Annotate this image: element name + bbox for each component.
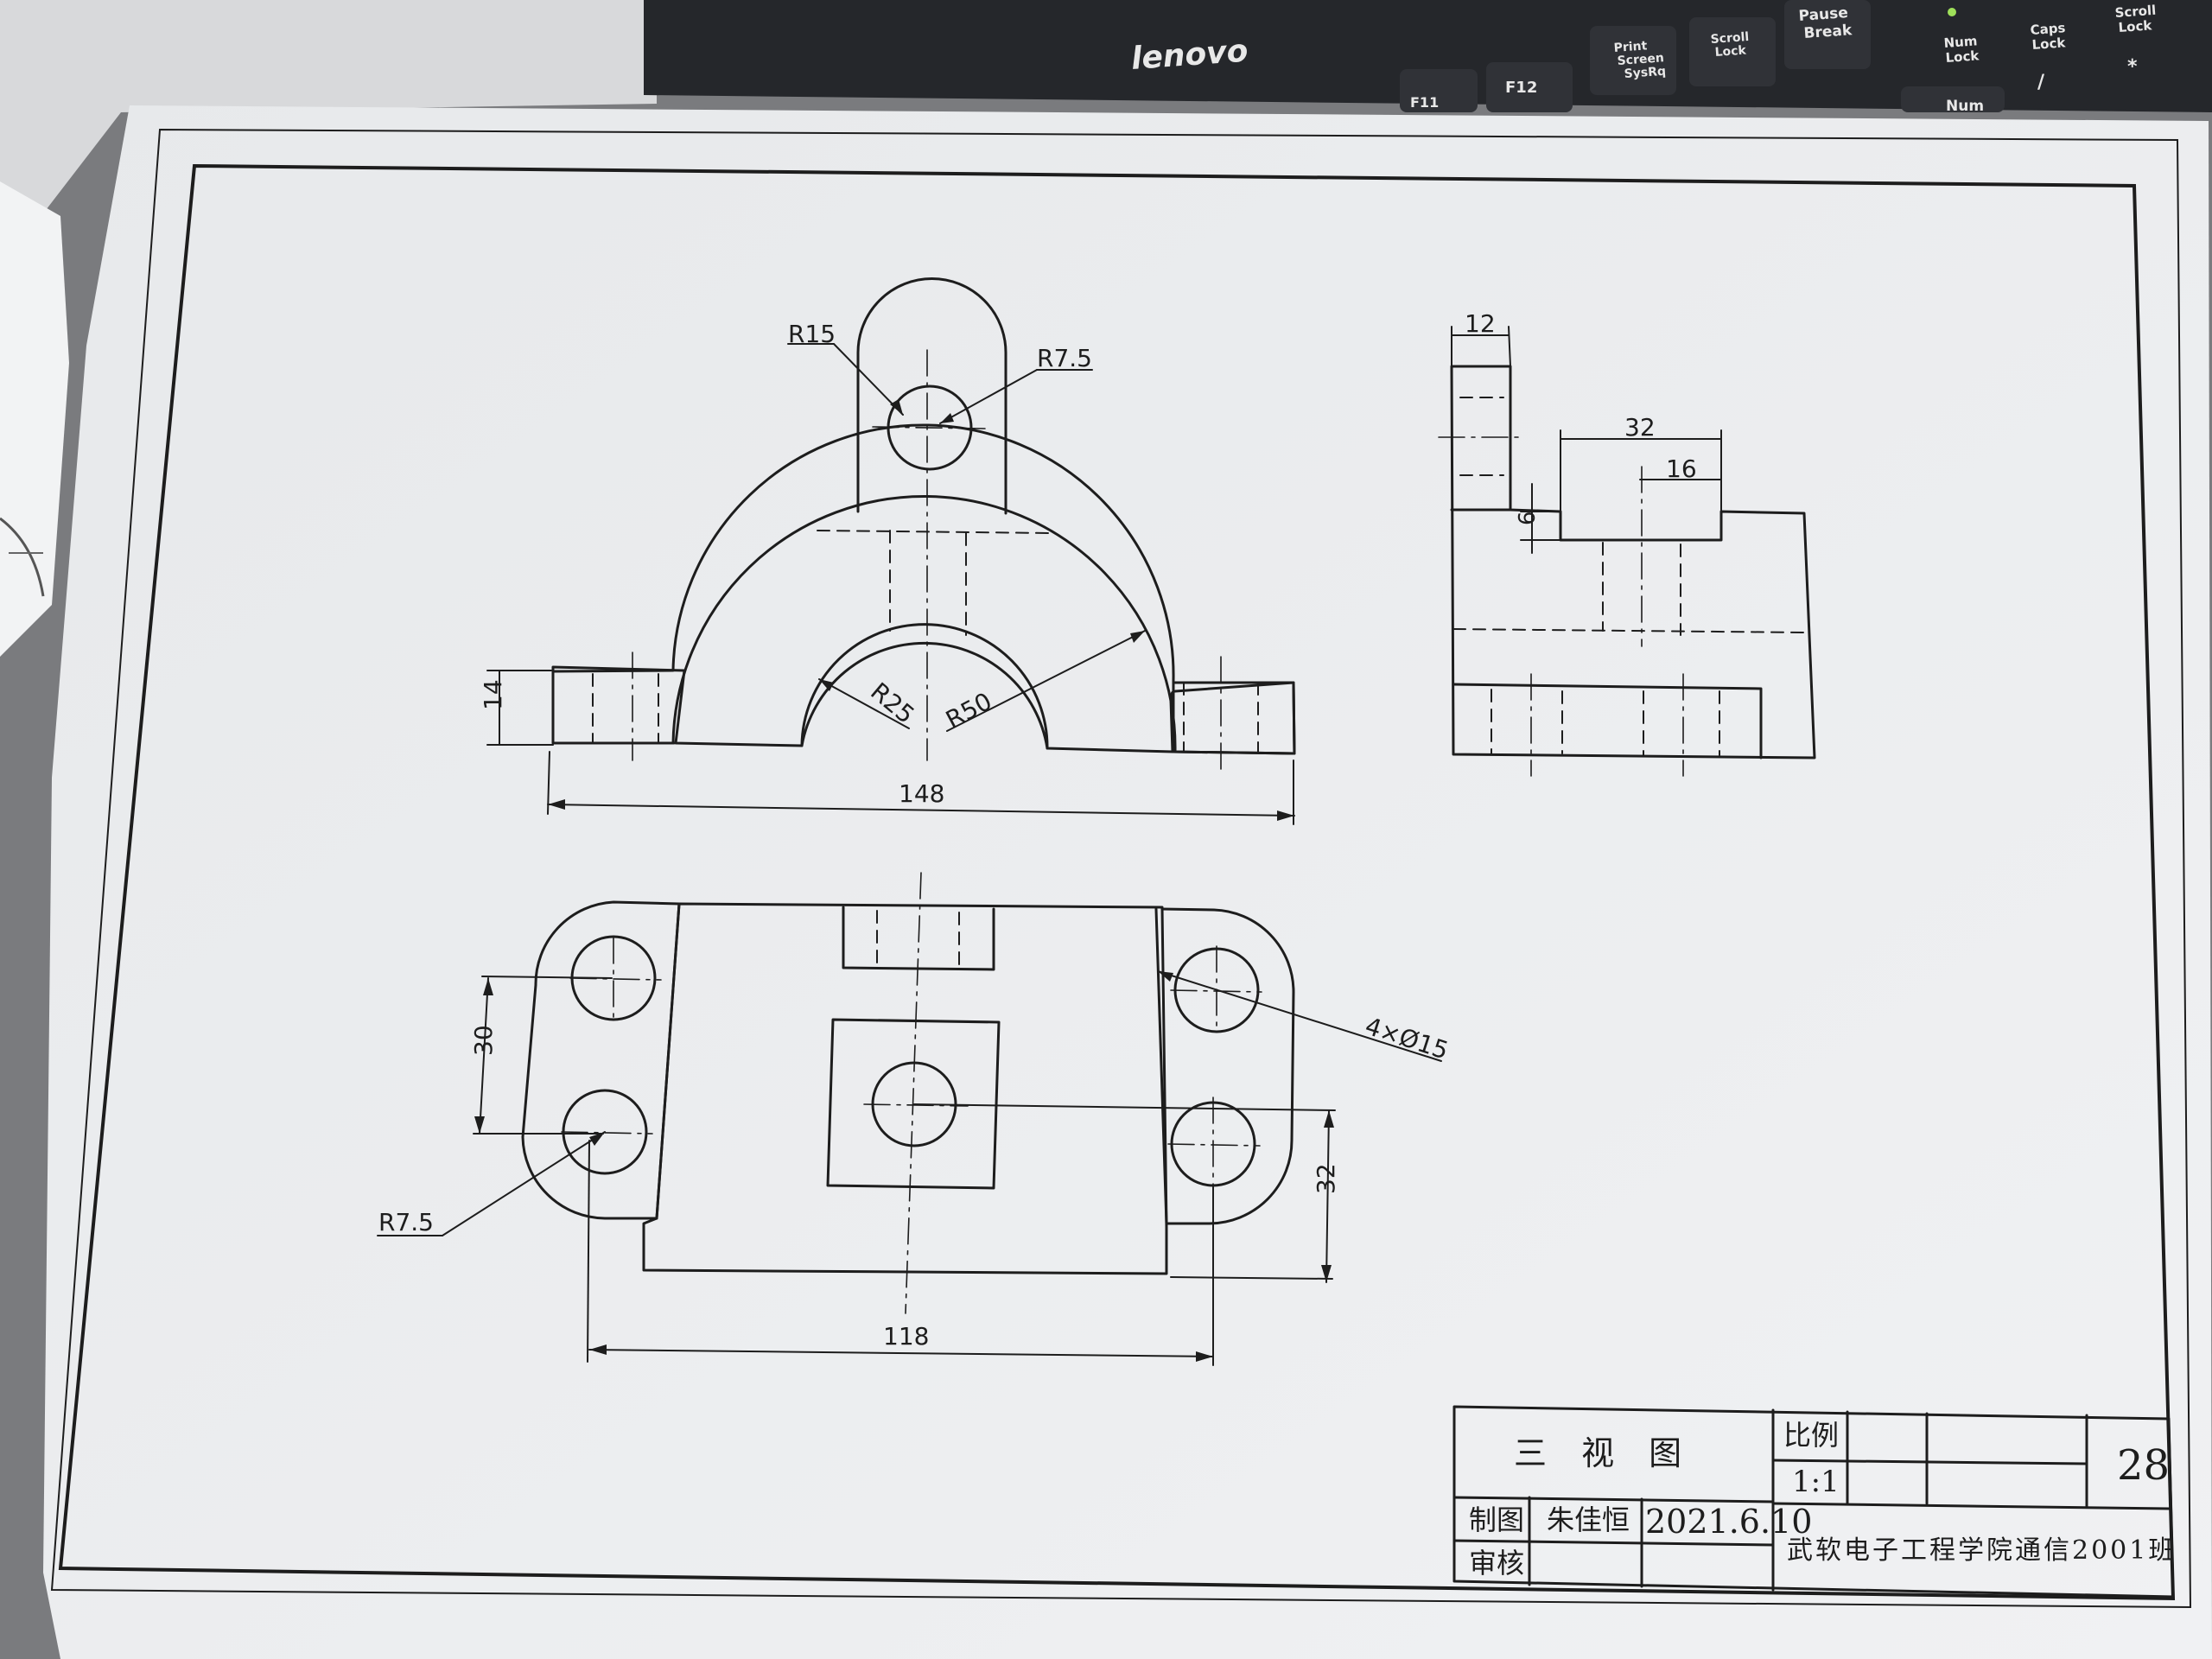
- dim-12: 12: [1465, 309, 1496, 338]
- key-slash-label: /: [2037, 72, 2045, 93]
- checked-label: 审核: [1469, 1547, 1524, 1580]
- dim-14: 14: [479, 679, 507, 710]
- drawn-label: 制图: [1469, 1503, 1524, 1536]
- dim-32-top: 32: [1312, 1163, 1340, 1194]
- school-class: 武软电子工程学院通信2001班: [1787, 1535, 2177, 1566]
- drawing-title: 三 视 图: [1514, 1434, 1694, 1472]
- dim-6: 6: [1515, 511, 1541, 525]
- key-pause-break-label: Pause: [1798, 4, 1848, 25]
- title-block: 三 视 图 比例 1:1 28 制图 朱佳恒 2021.6.10 审核 武软电子…: [1469, 1419, 2177, 1580]
- dim-30: 30: [469, 1025, 498, 1056]
- key-star-label: *: [2127, 56, 2138, 78]
- drawing-date: 2021.6.10: [1645, 1503, 1812, 1541]
- indicator-num-lock: Num: [1943, 33, 1978, 51]
- key-f11-label: F11: [1410, 94, 1439, 111]
- sheet-number: 28: [2117, 1441, 2170, 1490]
- key-print-screen-label-2: Screen: [1617, 51, 1664, 68]
- dim-r7-5-top: R7.5: [378, 1208, 434, 1236]
- outer-border: [50, 128, 2192, 1609]
- drawn-by: 朱佳恒: [1547, 1503, 1630, 1536]
- keyboard-brand: lenovo: [1130, 34, 1249, 77]
- scale-value: 1:1: [1792, 1465, 1840, 1499]
- key-pause-break: [1784, 0, 1871, 69]
- key-scroll-lock-label: Scroll: [1710, 30, 1750, 47]
- keyboard: lenovo F11 F12 Print Screen SysRq Scroll…: [644, 0, 2212, 115]
- dim-r7-5-front: R7.5: [1037, 344, 1092, 372]
- indicator-scroll-lock-2: Lock: [2118, 17, 2153, 35]
- indicator-scroll-lock: Scroll: [2114, 3, 2157, 21]
- inner-border: [58, 163, 2176, 1601]
- key-f11: [1400, 69, 1478, 112]
- left-paper-stack: [0, 181, 69, 657]
- title-block-grid: [1452, 1405, 2175, 1599]
- dim-16: 16: [1666, 454, 1697, 483]
- num-lock-led: [1948, 8, 1956, 16]
- scale-label: 比例: [1783, 1419, 1839, 1452]
- side-view: [1438, 326, 1816, 777]
- key-scroll-lock: [1689, 17, 1776, 86]
- key-print-screen-label: Print: [1613, 39, 1648, 55]
- dim-r15: R15: [788, 320, 836, 348]
- key-print-screen-label-3: SysRq: [1624, 65, 1666, 81]
- key-f12-label: F12: [1505, 79, 1537, 97]
- front-view: [486, 277, 1296, 825]
- key-num-label: Num: [1946, 98, 1984, 115]
- indicator-caps-lock: Caps: [2030, 20, 2066, 38]
- top-view: [377, 872, 1442, 1366]
- side-view-labels: 12 32 16 6: [1465, 309, 1697, 525]
- dim-32-side: 32: [1624, 413, 1656, 442]
- key-f12: [1486, 62, 1573, 112]
- indicator-num-lock-2: Lock: [1945, 48, 1980, 66]
- key-num-lock: [1901, 86, 2005, 112]
- indicator-caps-lock-2: Lock: [2031, 35, 2067, 53]
- function-keys: F11 F12 Print Screen SysRq Scroll Lock P…: [1400, 0, 1871, 112]
- key-scroll-lock-label-2: Lock: [1714, 43, 1747, 60]
- key-pause-break-label-2: Break: [1803, 22, 1853, 42]
- key-print-screen: [1590, 26, 1676, 95]
- paper-sheet: [43, 105, 2212, 1659]
- dim-148: 148: [899, 779, 944, 808]
- dim-118: 118: [883, 1322, 929, 1351]
